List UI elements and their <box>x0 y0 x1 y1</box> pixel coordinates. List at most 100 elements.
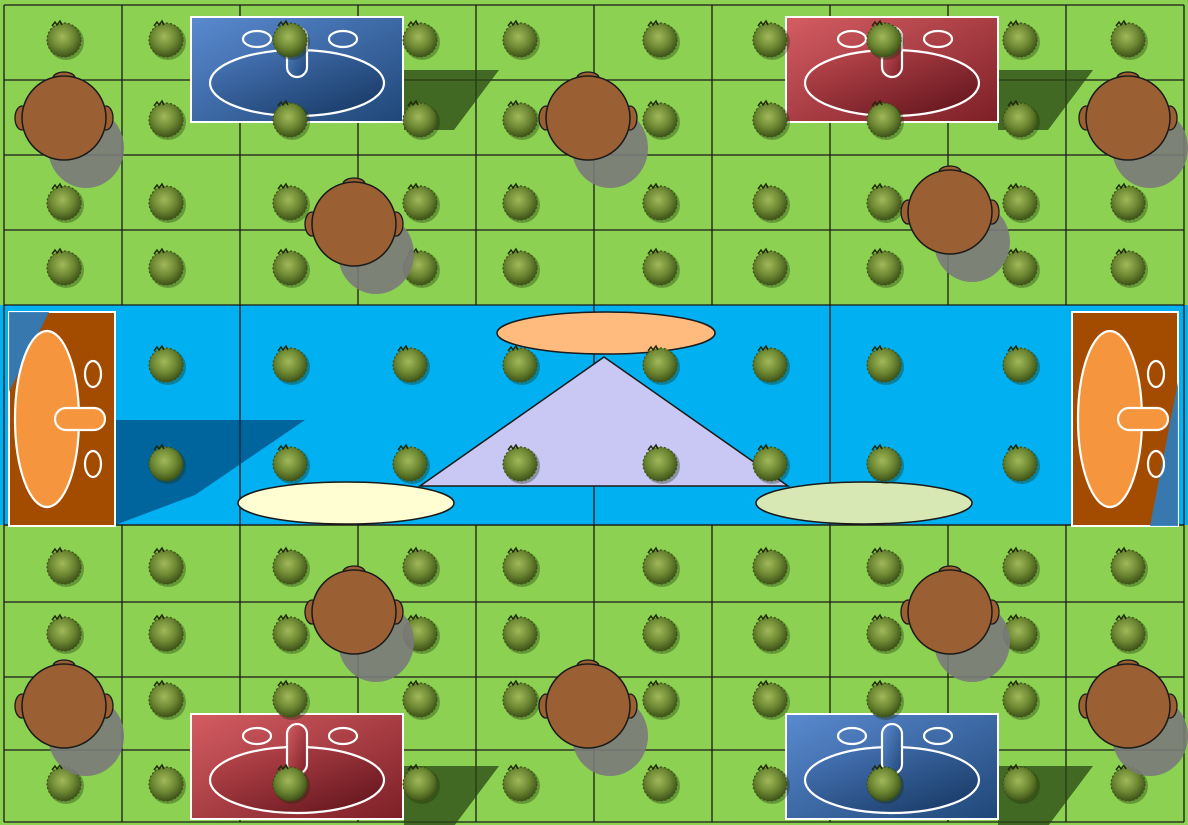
bush-leaves <box>753 23 787 57</box>
player-body <box>546 76 630 160</box>
bush-leaves <box>503 617 537 651</box>
bush-leaves <box>503 186 537 220</box>
bush-leaves <box>503 550 537 584</box>
bush-leaves <box>273 23 307 57</box>
bush-leaves <box>867 767 901 801</box>
bush-leaves <box>403 550 437 584</box>
bush-leaves <box>149 103 183 137</box>
bush-leaves <box>1111 251 1145 285</box>
bush-leaves <box>643 683 677 717</box>
bush-leaves <box>753 550 787 584</box>
bush-leaves <box>867 550 901 584</box>
pad-top <box>497 312 715 354</box>
bush-leaves <box>149 683 183 717</box>
bush-leaves <box>149 767 183 801</box>
bush-leaves <box>643 767 677 801</box>
bush-leaves <box>1111 550 1145 584</box>
bush-leaves <box>273 447 307 481</box>
bush-leaves <box>867 251 901 285</box>
bush-leaves <box>47 251 81 285</box>
bush-leaves <box>1003 251 1037 285</box>
bush-leaves <box>273 186 307 220</box>
bush-leaves <box>643 617 677 651</box>
bush-leaves <box>753 186 787 220</box>
bush-leaves <box>47 23 81 57</box>
bush-leaves <box>393 348 427 382</box>
base-faucet <box>287 724 307 774</box>
bush-leaves <box>403 103 437 137</box>
bush-leaves <box>643 23 677 57</box>
bush-leaves <box>403 186 437 220</box>
pad-right <box>756 482 972 524</box>
bush-leaves <box>1003 550 1037 584</box>
bush-leaves <box>753 683 787 717</box>
bush-leaves <box>47 550 81 584</box>
bush-leaves <box>1111 186 1145 220</box>
player-body <box>908 570 992 654</box>
bush-leaves <box>1003 767 1037 801</box>
bush-leaves <box>503 767 537 801</box>
bush-leaves <box>47 617 81 651</box>
player-body <box>908 170 992 254</box>
bush-leaves <box>867 23 901 57</box>
bush-leaves <box>867 103 901 137</box>
bush-leaves <box>149 186 183 220</box>
bush-leaves <box>273 683 307 717</box>
bush-leaves <box>503 103 537 137</box>
bush-leaves <box>643 447 677 481</box>
bush-leaves <box>867 683 901 717</box>
player-body <box>546 664 630 748</box>
bush-leaves <box>1003 103 1037 137</box>
bush-leaves <box>1003 23 1037 57</box>
bush-leaves <box>1111 23 1145 57</box>
player-body <box>22 76 106 160</box>
bush-leaves <box>1003 348 1037 382</box>
bush-leaves <box>503 683 537 717</box>
bush-leaves <box>503 447 537 481</box>
bush-leaves <box>753 447 787 481</box>
bush-leaves <box>273 550 307 584</box>
bush-leaves <box>867 348 901 382</box>
player-body <box>1086 76 1170 160</box>
player-body <box>312 570 396 654</box>
bush-leaves <box>867 617 901 651</box>
bush-leaves <box>149 447 183 481</box>
player-body <box>1086 664 1170 748</box>
bush-leaves <box>273 251 307 285</box>
sink-base-icon <box>786 714 998 819</box>
bush-leaves <box>403 683 437 717</box>
player-body <box>312 182 396 266</box>
sink-base-icon <box>9 312 115 526</box>
bush-leaves <box>643 186 677 220</box>
bush-leaves <box>753 348 787 382</box>
bush-leaves <box>643 103 677 137</box>
bush-leaves <box>1003 683 1037 717</box>
bush-leaves <box>867 186 901 220</box>
bush-leaves <box>149 251 183 285</box>
bush-leaves <box>273 767 307 801</box>
bush-leaves <box>643 348 677 382</box>
player-body <box>22 664 106 748</box>
bush-leaves <box>643 251 677 285</box>
bush-leaves <box>1003 186 1037 220</box>
bush-leaves <box>149 23 183 57</box>
bush-leaves <box>403 767 437 801</box>
sink-base-icon <box>1072 312 1178 526</box>
bush-leaves <box>273 348 307 382</box>
bush-leaves <box>753 617 787 651</box>
bush-leaves <box>503 251 537 285</box>
bush-leaves <box>403 23 437 57</box>
bush-leaves <box>149 348 183 382</box>
bush-leaves <box>393 447 427 481</box>
bush-leaves <box>273 103 307 137</box>
bush-leaves <box>149 617 183 651</box>
bush-leaves <box>47 186 81 220</box>
bush-leaves <box>753 251 787 285</box>
bush-leaves <box>503 348 537 382</box>
bush-leaves <box>867 447 901 481</box>
bush-leaves <box>753 767 787 801</box>
base-faucet <box>55 408 105 430</box>
base-faucet <box>1118 408 1168 430</box>
bush-leaves <box>1003 447 1037 481</box>
